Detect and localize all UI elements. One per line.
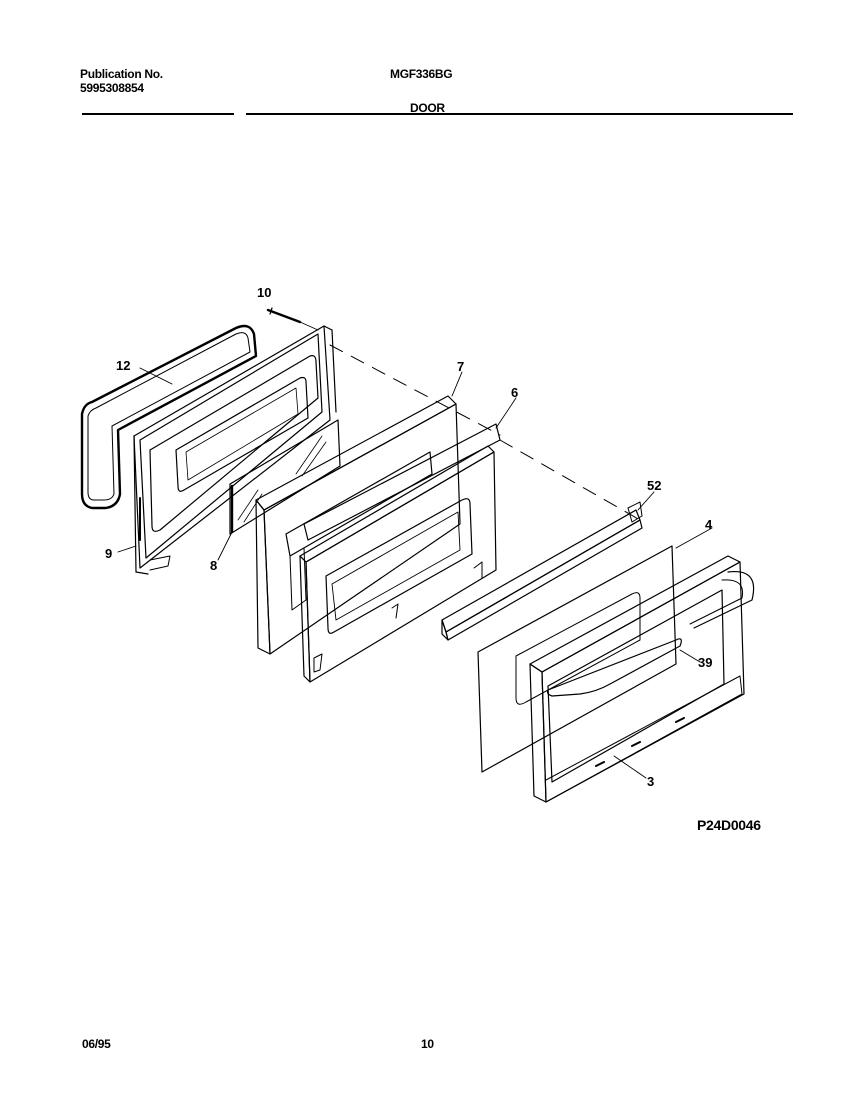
- model-number: MGF336BG: [390, 67, 453, 81]
- publication-label: Publication No.: [80, 67, 163, 81]
- part-door-panel: [255, 395, 461, 655]
- callout-8: 8: [210, 558, 217, 573]
- callout-3: 3: [647, 774, 654, 789]
- callout-6: 6: [511, 385, 518, 400]
- part-door-frame: [299, 423, 501, 683]
- part-outer-door-frame: [529, 555, 745, 803]
- header-rule-gap: [234, 113, 246, 115]
- callout-12: 12: [116, 358, 130, 373]
- callout-39: 39: [698, 655, 712, 670]
- section-title: DOOR: [410, 101, 445, 115]
- footer-date: 06/95: [82, 1037, 111, 1051]
- footer-page-number: 10: [421, 1037, 434, 1051]
- part-inner-glass: [229, 419, 341, 535]
- callout-4: 4: [705, 517, 713, 532]
- part-door-gasket: [80, 324, 258, 510]
- diagram-id: P24D0046: [697, 817, 761, 833]
- callout-7: 7: [457, 359, 464, 374]
- callout-9: 9: [105, 546, 112, 561]
- part-trim-strip: [441, 501, 643, 641]
- callout-10: 10: [257, 285, 271, 300]
- alignment-lines: [329, 344, 641, 521]
- callout-52: 52: [647, 478, 661, 493]
- header-rule: [82, 113, 793, 115]
- part-screw: [266, 307, 319, 331]
- leader-lines: [117, 367, 713, 779]
- callout-labels: 10 12 7 6 52 4 39 3 9 8: [105, 285, 713, 789]
- publication-number: 5995308854: [80, 81, 144, 95]
- part-inner-door-liner: [133, 325, 337, 575]
- part-outer-glass: [477, 545, 677, 773]
